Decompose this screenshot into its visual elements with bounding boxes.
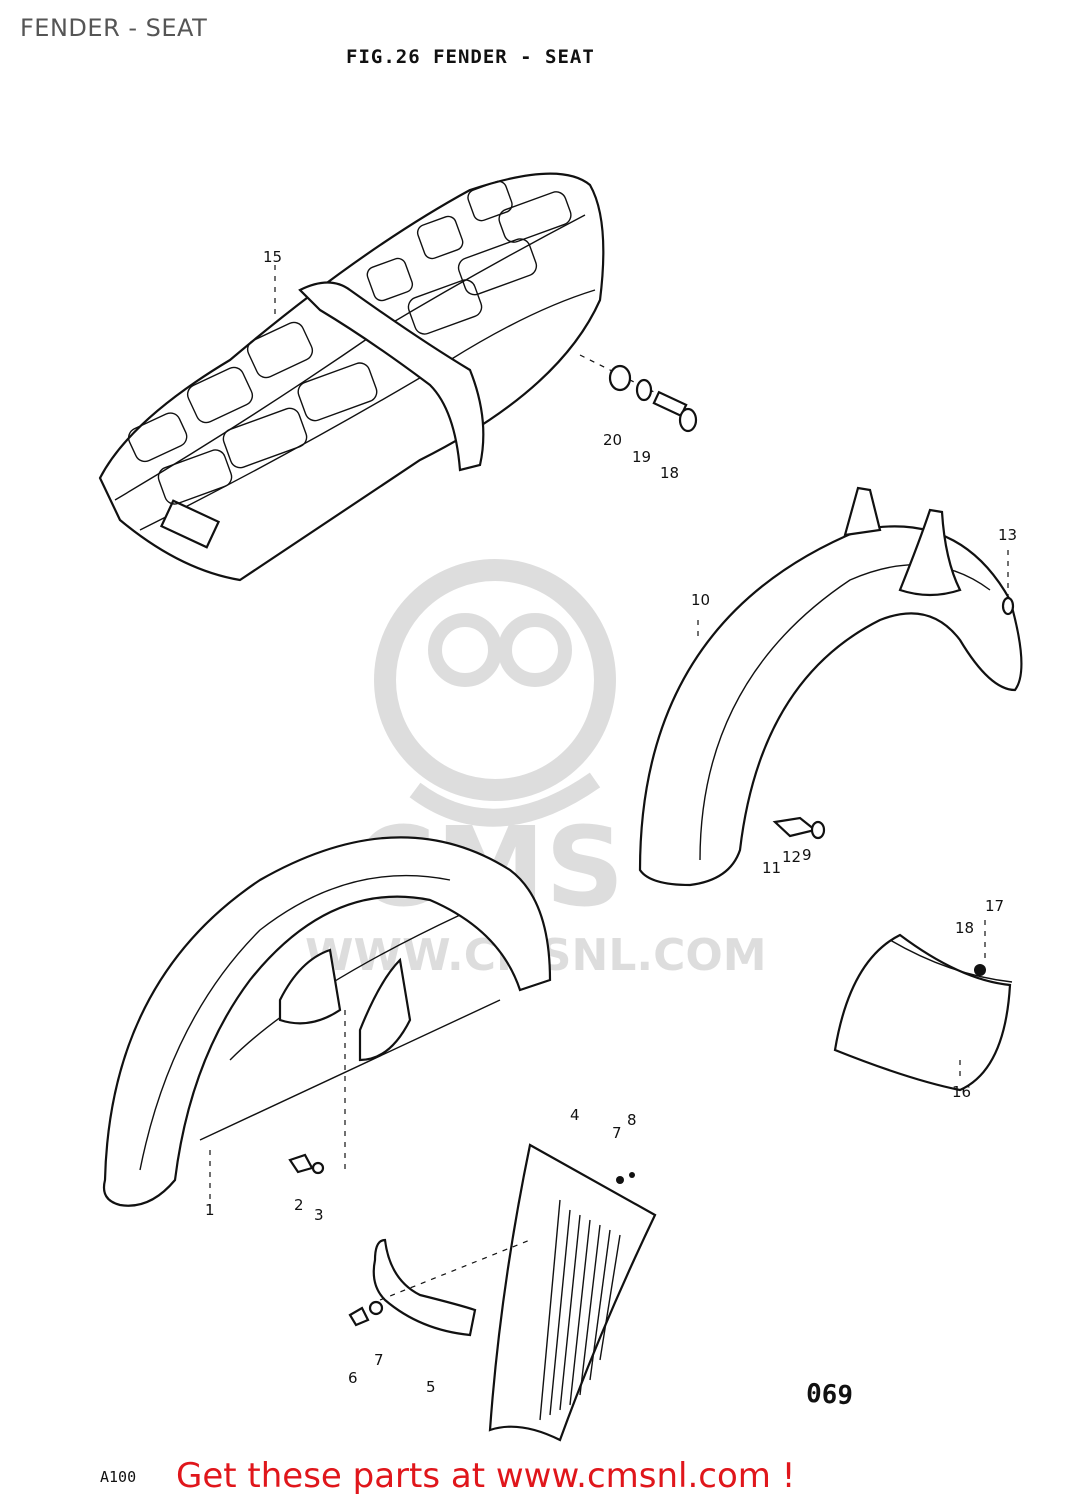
callout-11: 11	[762, 859, 781, 877]
callout-7-lower: 7	[374, 1351, 384, 1369]
callout-17: 15	[263, 248, 282, 266]
callout-12: 12	[782, 848, 801, 866]
callout-4: 4	[570, 1106, 580, 1124]
buy-parts-link[interactable]: Get these parts at www.cmsnl.com !	[176, 1456, 796, 1496]
callout-16: 18	[955, 919, 974, 937]
seat-bolt-set	[579, 354, 698, 433]
callout-18: 18	[660, 464, 679, 482]
callout-19: 19	[632, 448, 651, 466]
figure-title: FIG.26 FENDER - SEAT	[346, 46, 595, 68]
front-mudflap-part	[488, 1143, 657, 1442]
callout-2: 2	[294, 1196, 304, 1214]
callout-6: 6	[348, 1369, 358, 1387]
rear-mudflap-part	[833, 920, 1013, 1092]
callout-9: 10	[691, 591, 710, 609]
part-callouts: 15 20 19 18 13 10 11 12 9 17 18 16 4 7 8…	[205, 248, 1017, 1396]
page-title: FENDER - SEAT	[20, 14, 208, 42]
callout-13: 13	[998, 526, 1017, 544]
callout-5: 5	[426, 1378, 436, 1396]
figure-page-number: 069	[805, 1378, 854, 1412]
callout-1: 1	[205, 1201, 215, 1219]
model-code: A100	[100, 1468, 137, 1486]
callout-8: 8	[627, 1111, 637, 1129]
callout-7-upper: 7	[612, 1124, 622, 1142]
seat-part	[98, 172, 605, 582]
callout-10: 9	[802, 846, 812, 864]
callout-15: 17	[985, 897, 1004, 915]
mudflap-bracket-part	[348, 1238, 531, 1337]
front-fender-part	[102, 836, 552, 1210]
callout-3: 3	[314, 1206, 324, 1224]
callout-20: 20	[603, 431, 622, 449]
rear-fender-part	[638, 486, 1023, 887]
callout-14: 16	[952, 1083, 971, 1101]
